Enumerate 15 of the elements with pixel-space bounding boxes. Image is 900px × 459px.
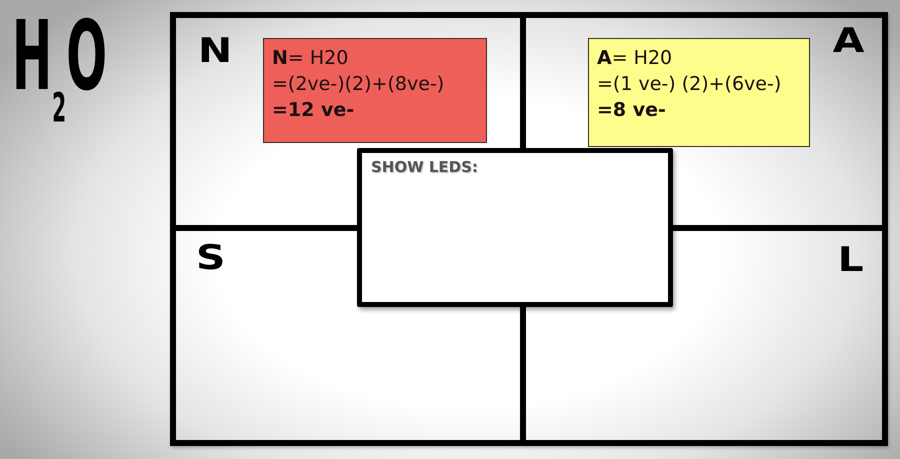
answer-box <box>357 148 673 307</box>
formula-line: =(2ve-)(2)+(8ve-) <box>272 72 444 97</box>
section-letter: N <box>198 34 232 68</box>
electron-total: =12 ve- <box>272 98 354 123</box>
title-heading: H$_{2}$O <box>12 8 107 133</box>
formula-card <box>263 38 487 143</box>
formula-card <box>588 38 810 147</box>
formula-line: N= H20 <box>272 46 348 71</box>
electron-total: =8 ve- <box>597 98 666 123</box>
prompt-label: SHOW LEDS: <box>371 158 478 176</box>
section-letter: S <box>196 241 226 275</box>
formula-line: =(1 ve-) (2)+(6ve-) <box>597 72 782 97</box>
section-letter: A <box>832 24 864 58</box>
formula-line: A= H20 <box>597 46 672 71</box>
section-letter: L <box>838 243 864 277</box>
